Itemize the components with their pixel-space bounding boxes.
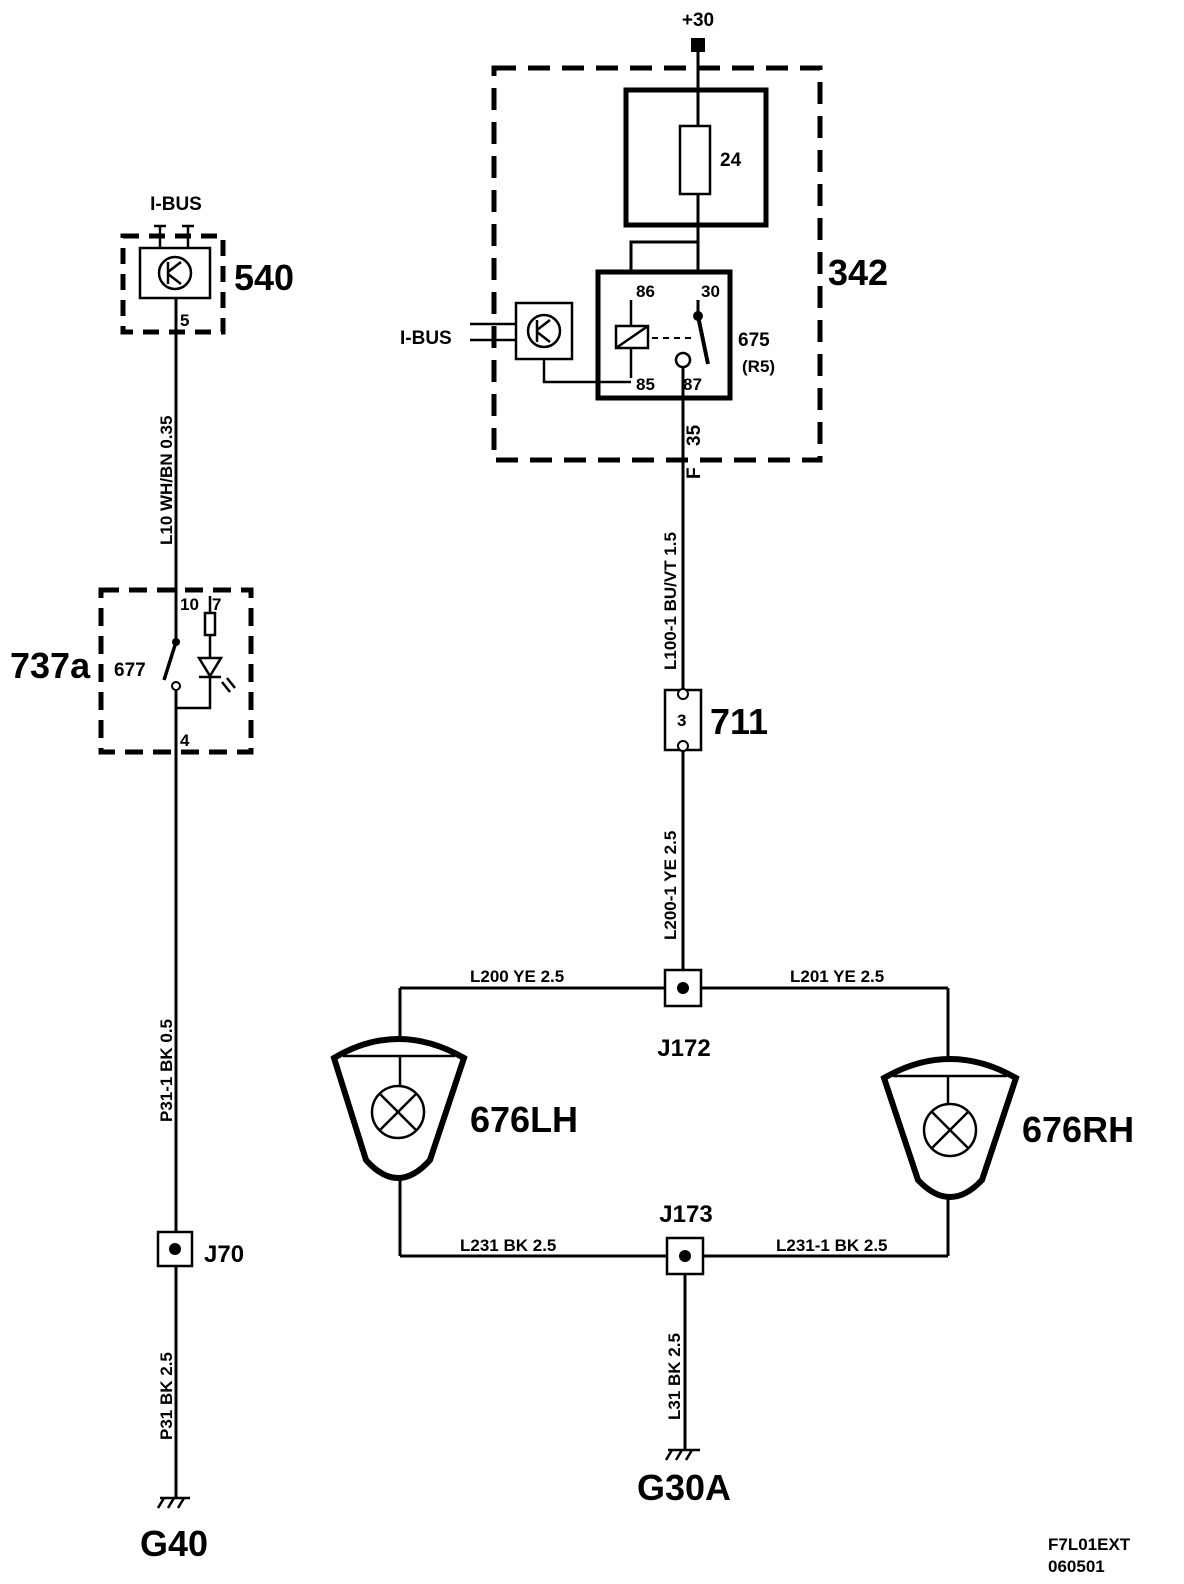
supply-label: +30 [682,10,714,31]
ground-g40-label: G40 [140,1523,208,1564]
wire-l100-1-label: L100-1 BU/VT 1.5 [661,532,680,670]
switch-677-arm [162,641,178,681]
relay-label: 675 [738,330,770,351]
switch-737a-pin10: 10 [180,595,199,614]
ground-g30a-label: G30A [637,1467,731,1508]
module-540-outline [120,233,226,335]
supply-terminal [691,38,705,52]
wire-l231-1-label: L231-1 BK 2.5 [776,1236,888,1255]
module-540-pin: 5 [180,311,189,330]
pin-F: F [684,467,705,479]
lamp-676rh-label: 676RH [1022,1109,1134,1150]
wire-l10-label: L10 WH/BN 0.35 [157,416,176,545]
led-resistor [203,611,217,637]
wire-l201-label: L201 YE 2.5 [790,967,884,986]
connector-711-label: 711 [710,701,768,742]
switch-677-label: 677 [114,660,146,681]
relay-contact-arm [696,315,710,365]
module-540-label: 540 [234,257,294,298]
relay-85-drive [542,359,631,384]
ground-g40-icon [156,1496,190,1509]
switch-737a-pin7: 7 [212,595,221,614]
lamp-676lh-label: 676LH [470,1099,578,1140]
junction-j70-label: J70 [204,1241,244,1268]
switch-737a-outline [98,587,254,755]
ground-g30a-icon [664,1448,700,1461]
wire-l200-1-label: L200-1 YE 2.5 [661,831,680,940]
ibus-left-label: I-BUS [400,328,452,349]
switch-737a-pin4: 4 [180,731,190,750]
transistor-icon [157,255,193,291]
fuse-24-element [678,124,712,196]
switch-737a-label: 737a [10,645,91,686]
pin-35: 35 [684,424,705,446]
relay-675 [595,269,733,401]
footer-date: 060501 [1048,1557,1105,1576]
relay-pin-87: 87 [683,375,702,394]
fuse-box-342-label: 342 [828,252,888,293]
relay-pin-30: 30 [701,282,720,301]
relay-86-feed [629,240,698,275]
wire-l31-label: L31 BK 2.5 [665,1333,684,1420]
relay-contact-87 [674,351,692,369]
footer-code: F7L01EXT [1048,1535,1131,1554]
wire-l231-label: L231 BK 2.5 [460,1236,556,1255]
junction-j172-label: J172 [657,1035,710,1062]
relay-pin-86: 86 [636,282,655,301]
junction-j173-label: J173 [659,1201,712,1228]
transistor-icon [526,313,562,349]
wire-p31-label: P31 BK 2.5 [157,1352,176,1440]
relay-sublabel: (R5) [742,357,775,376]
ibus-top-label: I-BUS [150,194,202,215]
connector-711-pin: 3 [677,711,686,730]
wire-l200-label: L200 YE 2.5 [470,967,564,986]
led-icon [196,656,224,679]
fuse-24-label: 24 [720,150,742,171]
fuse-box-342-outline [491,65,823,463]
relay-pin-85: 85 [636,375,655,394]
wire-p31-1-label: P31-1 BK 0.5 [157,1019,176,1122]
